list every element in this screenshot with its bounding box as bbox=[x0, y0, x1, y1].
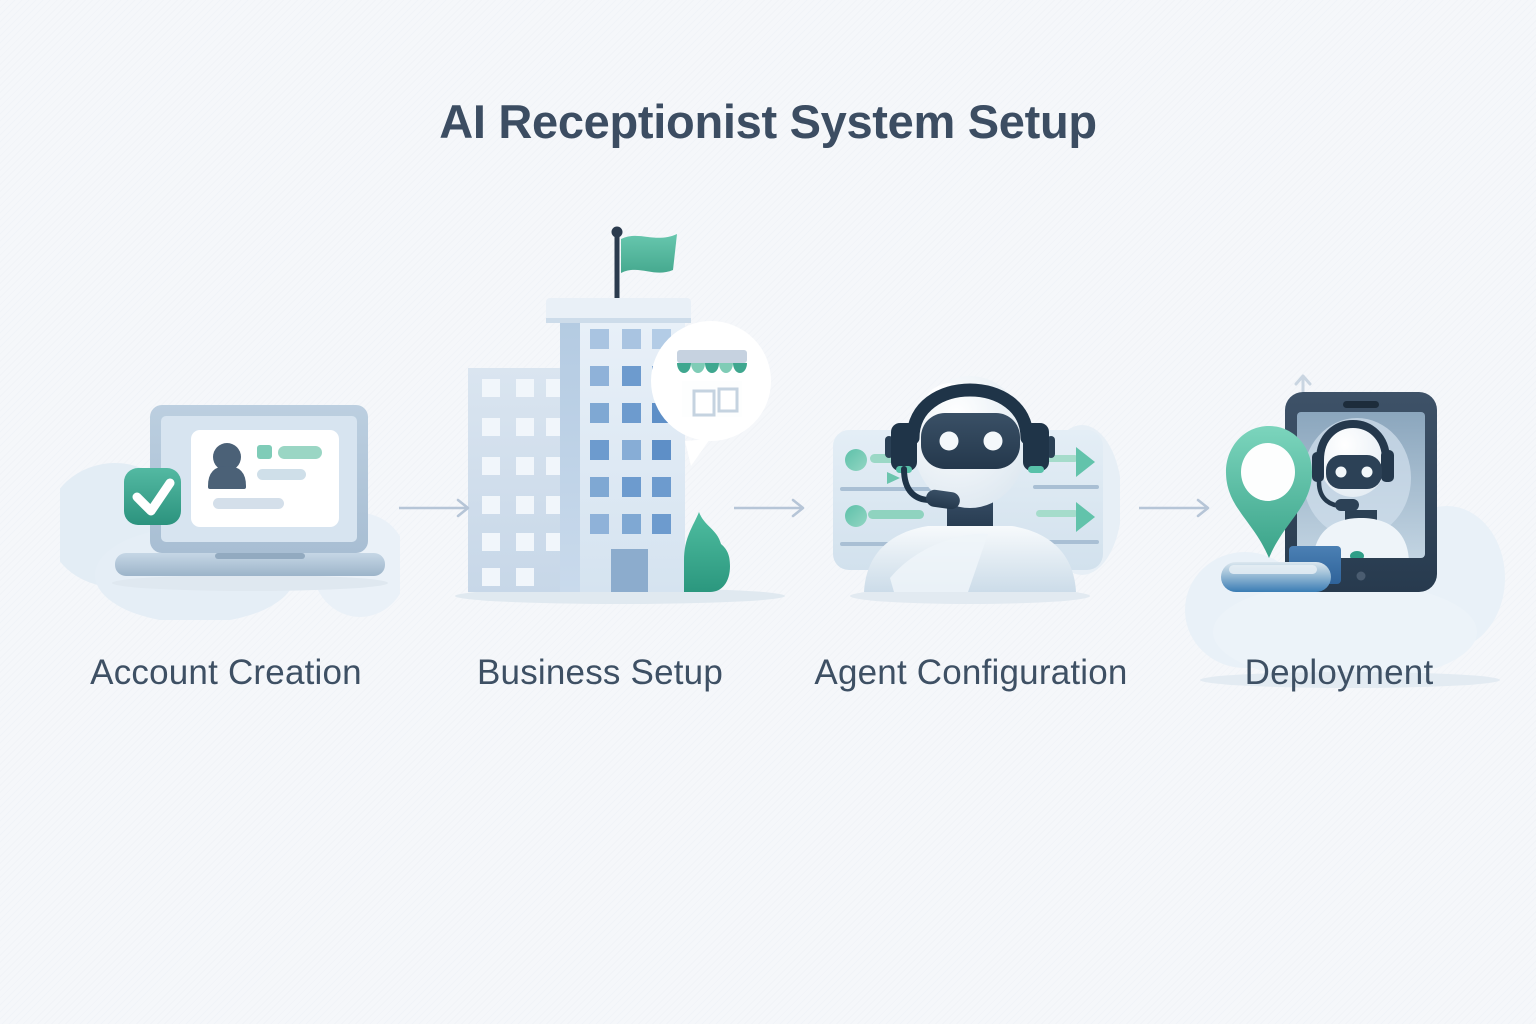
base-bar bbox=[1221, 562, 1331, 592]
building-door bbox=[611, 549, 648, 592]
check-badge-icon bbox=[124, 468, 181, 525]
ground-shadow bbox=[112, 575, 388, 591]
step-label-agent-configuration: Agent Configuration bbox=[814, 653, 1128, 692]
step-label-business-setup: Business Setup bbox=[476, 653, 724, 692]
office-building-icon bbox=[468, 298, 691, 592]
home-button bbox=[1356, 571, 1366, 581]
deployment-illustration bbox=[1185, 374, 1505, 688]
mini-robot-icon bbox=[1303, 418, 1411, 558]
step-label-deployment: Deployment bbox=[1244, 653, 1434, 692]
building-windows-left bbox=[482, 379, 563, 586]
panel-pointer bbox=[887, 472, 900, 484]
microphone-icon bbox=[901, 466, 960, 510]
business-setup-illustration bbox=[455, 226, 785, 604]
tablet-speaker bbox=[1343, 401, 1379, 408]
up-arrow-icon bbox=[1294, 374, 1312, 396]
panel-arrow-icon bbox=[1036, 502, 1095, 532]
page-title: AI Receptionist System Setup bbox=[439, 95, 1097, 148]
bush-shape bbox=[684, 512, 730, 592]
step-label-account-creation: Account Creation bbox=[90, 653, 362, 692]
robot-eye bbox=[983, 431, 1003, 451]
flag-icon bbox=[611, 226, 677, 303]
teal-bar bbox=[278, 446, 322, 459]
location-pin-icon bbox=[1226, 426, 1312, 558]
account-creation-illustration bbox=[60, 405, 400, 620]
headset-icon bbox=[885, 383, 1055, 473]
agent-configuration-illustration bbox=[833, 376, 1120, 604]
tablet bbox=[1285, 392, 1437, 592]
teal-tag bbox=[257, 445, 272, 459]
panel-dot bbox=[845, 449, 867, 471]
panel-bar bbox=[868, 510, 924, 519]
robot-icon bbox=[864, 376, 1076, 592]
user-avatar-icon bbox=[208, 443, 246, 489]
profile-card bbox=[191, 430, 339, 527]
robot-shoulders bbox=[864, 526, 1076, 592]
flow-arrow bbox=[399, 498, 470, 518]
text-line bbox=[213, 498, 284, 509]
storefront-icon bbox=[677, 350, 747, 417]
ground-shadow bbox=[1200, 672, 1500, 688]
robot-visor bbox=[921, 413, 1020, 469]
text-line bbox=[257, 469, 306, 480]
flow-arrow bbox=[734, 498, 805, 518]
robot-head bbox=[913, 376, 1027, 508]
robot-eye bbox=[939, 431, 959, 451]
flow-arrow bbox=[1139, 498, 1210, 518]
panel-dot bbox=[845, 505, 867, 527]
building-windows-right bbox=[590, 329, 671, 534]
